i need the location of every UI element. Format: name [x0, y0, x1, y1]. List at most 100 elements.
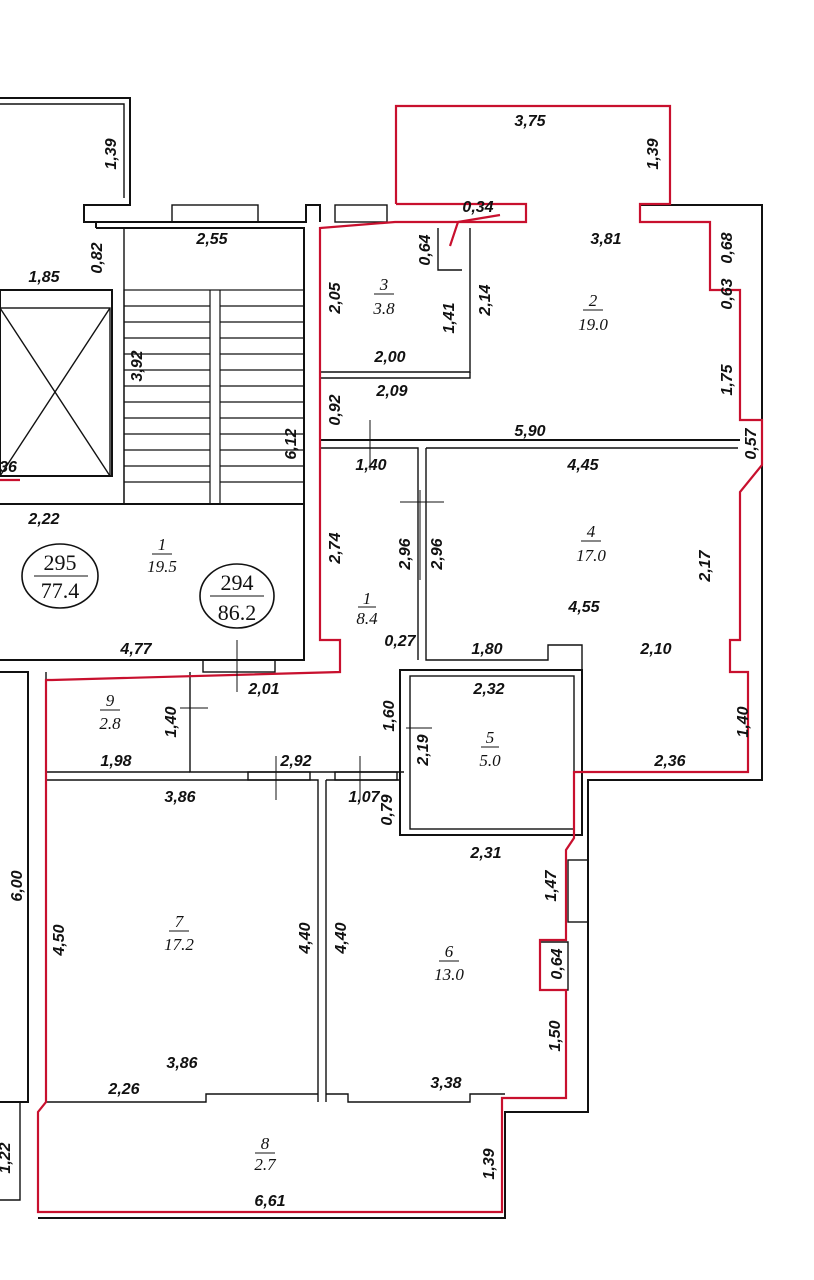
room-area: 19.5 [147, 557, 177, 576]
dim-label: 4,45 [566, 457, 599, 474]
room-number: 1 [158, 535, 167, 554]
dim-label: 2,96 [397, 538, 414, 570]
dim-label: 2,14 [477, 284, 494, 316]
dimension-ticks [180, 420, 444, 800]
dim-label: 2,92 [279, 753, 311, 770]
dim-label: 3,75 [514, 113, 546, 130]
dim-label: 1,85 [28, 269, 60, 286]
dim-label: 0,63 [719, 278, 736, 309]
room-area: 5.0 [479, 751, 501, 770]
dim-label: 2,22 [27, 511, 59, 528]
dim-label: 1,39 [645, 138, 662, 169]
room-1-hall: 1 19.5 [147, 535, 177, 576]
dim-label: 0,64 [417, 234, 434, 265]
dim-label: 3,86 [166, 1055, 197, 1072]
dim-label: 1,40 [735, 706, 752, 737]
dim-label: 2,09 [375, 383, 407, 400]
dim-label: 4,40 [333, 922, 350, 954]
dim-label: 6,12 [283, 428, 300, 459]
room-number: 3 [379, 275, 389, 294]
dim-label: 1,07 [348, 789, 380, 806]
dim-label: 0,92 [327, 394, 344, 425]
dim-label: 1,98 [100, 753, 131, 770]
room-number: 7 [175, 912, 185, 931]
room-number: 2 [589, 291, 598, 310]
dim-label: 4,40 [297, 922, 314, 954]
dim-label: 1,39 [481, 1148, 498, 1179]
dim-label: 2,10 [639, 641, 671, 658]
dim-label: 1,47 [543, 869, 560, 901]
apartment-outline [0, 104, 764, 1214]
apartment-294: 294 86.2 [199, 563, 275, 629]
room-2: 2 19.0 [578, 291, 608, 334]
dim-label: 2,26 [107, 1081, 139, 1098]
dim-label: 36 [0, 459, 17, 476]
dim-label: 2,36 [653, 753, 685, 770]
room-7: 7 17.2 [164, 912, 194, 954]
room-4: 4 17.0 [576, 522, 606, 565]
dimension-labels-vertical: 1,39 1,39 0,68 0,63 0,64 0,82 2,05 2,14 … [0, 138, 760, 1179]
dim-label: 4,50 [51, 924, 68, 956]
apartment-number: 294 [221, 570, 254, 595]
dim-label: 2,96 [429, 538, 446, 570]
dim-label: 1,40 [163, 706, 180, 737]
dim-label: 2,17 [697, 549, 714, 582]
dim-label: 4,77 [119, 641, 152, 658]
room-number: 5 [486, 728, 495, 747]
dim-label: 0,68 [719, 232, 736, 263]
dim-label: 1,40 [355, 457, 386, 474]
apartment-area: 86.2 [218, 600, 257, 625]
dim-label: 3,38 [430, 1075, 461, 1092]
dim-label: 0,57 [743, 427, 760, 459]
room-number: 4 [587, 522, 596, 541]
room-3: 3 3.8 [372, 275, 395, 318]
dim-label: 1,22 [0, 1142, 14, 1173]
room-area: 17.0 [576, 546, 606, 565]
dim-label: 5,90 [514, 423, 545, 440]
dim-label: 0,34 [462, 199, 493, 216]
dim-label: 0,82 [89, 242, 106, 273]
dim-label: 3,86 [164, 789, 195, 806]
dim-label: 1,60 [381, 700, 398, 731]
walls [0, 97, 763, 1219]
dim-label: 2,00 [373, 349, 405, 366]
room-9: 9 2.8 [99, 691, 121, 733]
dim-label: 2,74 [327, 532, 344, 564]
dim-label: 1,75 [719, 363, 736, 395]
dim-label: 1,41 [441, 302, 458, 333]
room-number: 8 [261, 1134, 270, 1153]
dim-label: 0,79 [379, 794, 396, 825]
room-area: 17.2 [164, 935, 194, 954]
dim-label: 6,00 [9, 870, 26, 901]
dim-label: 2,31 [469, 845, 501, 862]
room-1-corridor: 1 8.4 [356, 589, 378, 628]
dim-label: 0,27 [384, 633, 416, 650]
dim-label: 4,55 [567, 599, 600, 616]
room-number: 6 [445, 942, 454, 961]
room-number: 9 [106, 691, 115, 710]
dim-label: 1,80 [471, 641, 502, 658]
dim-label: 1,39 [103, 138, 120, 169]
dim-label: 1,50 [547, 1020, 564, 1051]
dim-label: 3,92 [129, 350, 146, 381]
room-8: 8 2.7 [254, 1134, 277, 1174]
room-labels: 1 19.5 1 8.4 2 19.0 3 3.8 4 17.0 5 5.0 [99, 275, 608, 1174]
dim-label: 3,81 [590, 231, 621, 248]
dim-label: 2,05 [327, 281, 344, 314]
apartment-295: 295 77.4 [21, 543, 99, 609]
dim-label: 6,61 [254, 1193, 285, 1210]
room-area: 19.0 [578, 315, 608, 334]
room-area: 13.0 [434, 965, 464, 984]
room-area: 2.7 [254, 1155, 277, 1174]
room-6: 6 13.0 [434, 942, 464, 984]
dim-label: 0,64 [549, 948, 566, 979]
dim-label: 2,55 [195, 231, 228, 248]
apartment-area: 77.4 [41, 578, 80, 603]
room-area: 2.8 [99, 714, 121, 733]
dim-label: 2,01 [247, 681, 279, 698]
dim-label: 2,19 [415, 734, 432, 766]
room-area: 3.8 [372, 299, 395, 318]
room-number: 1 [363, 589, 372, 608]
room-5: 5 5.0 [479, 728, 501, 770]
